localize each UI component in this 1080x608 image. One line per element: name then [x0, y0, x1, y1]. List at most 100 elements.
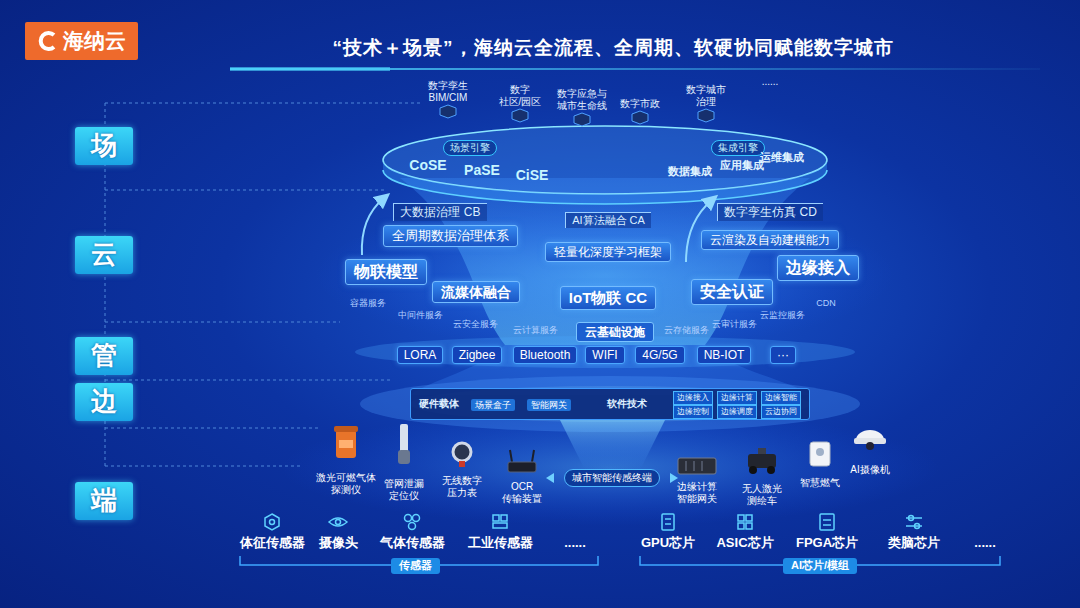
- text-label: PaSE: [464, 162, 500, 179]
- text-label: 类脑芯片: [888, 535, 940, 551]
- group-bracket: [240, 556, 1000, 565]
- bottom-icon: [746, 515, 752, 521]
- text-label: 云存储服务: [664, 325, 709, 336]
- node-text: 全周期数据治理体系: [392, 228, 509, 244]
- funnel-glow: [560, 420, 665, 470]
- text-label: 数字应急与 城市生命线: [555, 88, 609, 112]
- dashed-guide: [105, 466, 300, 467]
- device-icon: [336, 430, 356, 458]
- text-label: 气体传感器: [380, 535, 445, 551]
- module-box: 轻量化深度学习框架: [545, 242, 671, 262]
- bottom-icon: [738, 515, 744, 521]
- node-text: 端: [91, 485, 117, 516]
- module-header: 数字孪生仿真 CD: [717, 203, 823, 220]
- text-label: 运维集成: [760, 151, 804, 164]
- device-icon: [694, 461, 695, 471]
- node-text: 数字孪生仿真 CD: [724, 205, 817, 219]
- bottom-icon: [409, 523, 416, 530]
- scene-ring: [383, 160, 827, 204]
- bottom-icon: [265, 514, 279, 530]
- text-label: 无人激光 测绘车: [740, 483, 784, 507]
- text-label: CDN: [816, 298, 836, 309]
- text-label: CiSE: [516, 167, 549, 184]
- node-text: 边缘计算: [721, 393, 753, 403]
- device-icon: [510, 450, 512, 462]
- bottom-icon: [665, 518, 671, 520]
- device-icon: [810, 442, 830, 466]
- device-icon: [339, 440, 353, 448]
- network-pill: LORA: [397, 346, 444, 364]
- text-label: CoSE: [409, 157, 446, 174]
- node-text: 云基础设施: [585, 325, 645, 339]
- text-label: 边缘计算 智能网关: [675, 481, 719, 505]
- network-pill: Bluetooth: [513, 346, 578, 364]
- software-cell: 云边协同: [761, 405, 801, 419]
- edge-panel: 硬件载体软件技术场景盒子智能网关边缘接入边缘计算边缘智能边缘控制边缘调度云边协同: [410, 388, 810, 420]
- layer-label: 管: [75, 337, 133, 375]
- node-text: 云: [91, 239, 117, 270]
- logo-mark: [41, 33, 54, 49]
- software-cell: 边缘接入: [673, 391, 713, 405]
- text-label: 数字城市 治理: [683, 84, 729, 108]
- funnel-glow: [280, 178, 940, 526]
- bottom-icon: [823, 524, 831, 526]
- group-pill: AI芯片/模组: [783, 558, 857, 573]
- title-bar: [230, 67, 1040, 71]
- module-box: 边缘接入: [777, 255, 859, 280]
- software-cell: 边缘调度: [717, 405, 757, 419]
- text-label: AI摄像机: [850, 464, 889, 476]
- node-text: 管: [91, 340, 117, 371]
- text-label: 管网泄漏 定位仪: [382, 478, 426, 502]
- text-label: OCR 传输装置: [500, 481, 544, 505]
- module-header: AI算法融合 CA: [565, 212, 651, 228]
- node-text: 4G/5G: [642, 348, 677, 362]
- device-icon: [678, 458, 716, 474]
- title-bar: [230, 67, 390, 71]
- layer-label: 云: [75, 236, 133, 274]
- network-pill: WIFI: [585, 346, 624, 364]
- network-pill: ···: [770, 346, 796, 364]
- flow-arrow: [362, 198, 384, 255]
- text-label: 数字市政: [620, 98, 660, 110]
- software-cell: 边缘智能: [761, 391, 801, 405]
- node-text: AI算法融合 CA: [572, 214, 645, 227]
- title-bar: [230, 68, 1040, 70]
- network-pill: NB-IOT: [697, 346, 752, 364]
- node-text: IoT物联 CC: [569, 289, 647, 307]
- bottom-icon: [413, 515, 420, 522]
- funnel-glow: [280, 410, 940, 526]
- scene-cube: [574, 113, 590, 126]
- node-text: NB-IOT: [704, 348, 745, 362]
- node-text: Bluetooth: [520, 348, 571, 362]
- network-pill: 4G/5G: [635, 346, 684, 364]
- text-label: 体征传感器: [240, 535, 305, 551]
- text-label: ......: [762, 76, 779, 88]
- device-icon: [767, 466, 775, 474]
- node-text: 边缘控制: [677, 407, 709, 417]
- node-text: 集成引擎: [718, 142, 758, 154]
- device-icon: [400, 424, 408, 454]
- bottom-icon: [270, 520, 275, 525]
- node-text: 场景盒子: [475, 400, 511, 411]
- bottom-icon: [820, 514, 834, 530]
- bottom-icon: [501, 515, 507, 521]
- bottom-icon: [915, 524, 920, 529]
- node-text: 流媒体融合: [441, 284, 511, 301]
- node-text: 海纳云: [63, 22, 126, 60]
- device-icon: [702, 461, 703, 471]
- device-icon: [816, 448, 824, 456]
- dashed-guide: [105, 428, 320, 429]
- infra-box: 云基础设施: [576, 322, 654, 342]
- hardware-pill: 智能网关: [527, 399, 571, 412]
- module-header: 大数据治理 CB: [393, 203, 486, 220]
- panel-heading: 硬件载体: [419, 398, 459, 410]
- bottom-icon: [493, 515, 499, 521]
- module-box: 云渲染及自动建模能力: [701, 230, 839, 250]
- text-label: 无线数字 压力表: [440, 475, 484, 499]
- text-label: 摄像头: [319, 535, 358, 551]
- logo-box: 海纳云: [25, 22, 138, 60]
- node-text: WIFI: [592, 348, 617, 362]
- device-icon: [749, 466, 757, 474]
